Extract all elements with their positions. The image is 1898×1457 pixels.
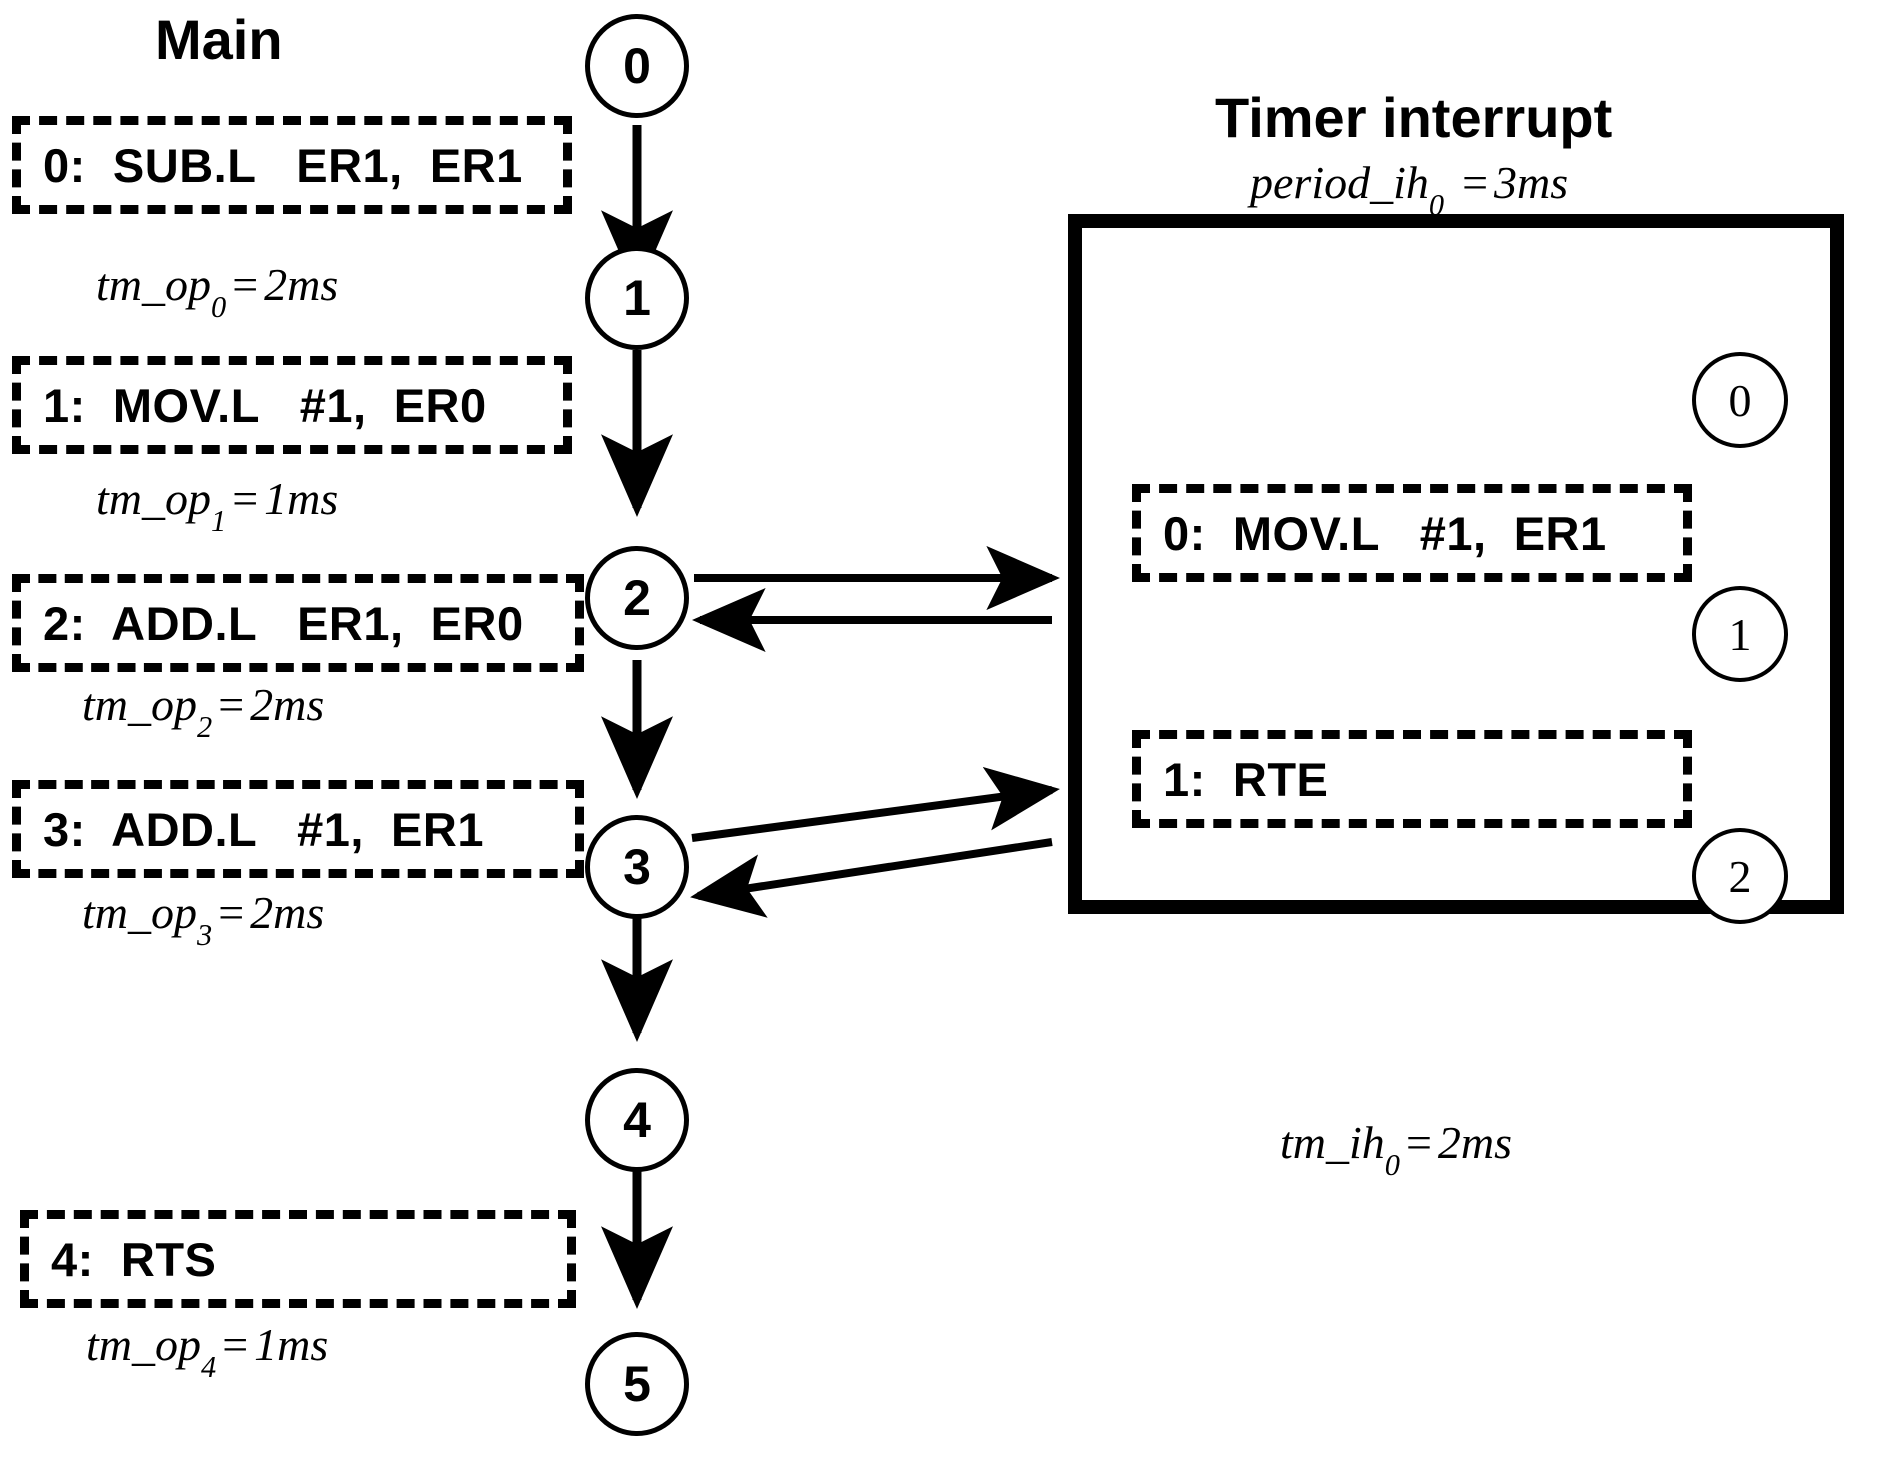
timer-interrupt-title: Timer interrupt [1215,86,1613,149]
ih-node-0: 0 [1692,352,1788,448]
main-timing-op-3: = [218,887,245,938]
main-instruction-text-2: 2: ADD.L ER1, ER0 [43,596,524,650]
timer-period-value: 3ms [1494,157,1569,208]
main-timing-value-3: 2ms [250,887,325,938]
main-node-4: 4 [585,1068,689,1172]
timer-period-op: = [1462,157,1489,208]
main-timing-op-2: = [218,679,245,730]
main-timing-sub-2: 2 [197,709,213,744]
edge-ih-to-main3 [690,838,1053,918]
timer-exec-time-value: 2ms [1437,1117,1513,1168]
timer-exec-time-sub: 0 [1384,1147,1400,1182]
main-timing-op-4: = [222,1319,249,1370]
main-instruction-text-0: 0: SUB.L ER1, ER1 [43,138,523,192]
main-timing-name-2: tm_op [82,679,197,730]
ih-instruction-text-0: 0: MOV.L #1, ER1 [1163,506,1607,560]
timer-period-label: period_ih0 =3ms [1250,157,1569,221]
main-timing-label-2: tm_op2=2ms [82,679,325,743]
main-timing-value-2: 2ms [250,679,325,730]
main-timing-name-1: tm_op [96,473,211,524]
main-section-title: Main [155,8,283,71]
ih-instruction-text-1: 1: RTE [1163,752,1329,806]
main-instruction-text-1: 1: MOV.L #1, ER0 [43,378,487,432]
ih-node-2: 2 [1692,828,1788,924]
main-timing-value-0: 2ms [264,259,339,310]
main-instruction-text-4: 4: RTS [51,1232,217,1286]
ih-instruction-box-1: 1: RTE [1132,730,1692,828]
main-node-1: 1 [585,246,689,350]
timer-exec-time-op: = [1405,1117,1432,1168]
main-timing-value-4: 1ms [254,1319,329,1370]
main-timing-name-0: tm_op [96,259,211,310]
main-timing-label-0: tm_op0=2ms [96,259,339,323]
main-timing-op-1: = [232,473,259,524]
main-timing-sub-3: 3 [197,917,213,952]
main-instruction-box-4: 4: RTS [20,1210,576,1308]
main-node-5: 5 [585,1332,689,1436]
main-instruction-box-2: 2: ADD.L ER1, ER0 [12,574,584,672]
main-timing-sub-0: 0 [211,289,227,324]
timer-period-sub: 0 [1428,187,1445,222]
main-timing-label-4: tm_op4=1ms [86,1319,329,1383]
main-node-3: 3 [585,815,689,919]
main-timing-name-4: tm_op [86,1319,201,1370]
main-timing-op-0: = [232,259,259,310]
ih-node-1: 1 [1692,586,1788,682]
timer-exec-time-name: tm_ih [1280,1117,1385,1168]
edge-main3-to-ih [691,766,1060,842]
main-node-2: 2 [585,546,689,650]
main-instruction-text-3: 3: ADD.L #1, ER1 [43,802,484,856]
main-timing-sub-4: 4 [201,1349,217,1384]
main-timing-name-3: tm_op [82,887,197,938]
timer-exec-time-label: tm_ih0=2ms [1280,1117,1513,1181]
main-timing-sub-1: 1 [211,503,227,538]
main-instruction-box-0: 0: SUB.L ER1, ER1 [12,116,572,214]
main-instruction-box-1: 1: MOV.L #1, ER0 [12,356,572,454]
main-timing-label-3: tm_op3=2ms [82,887,325,951]
main-timing-label-1: tm_op1=1ms [96,473,339,537]
main-node-0: 0 [585,14,689,118]
main-instruction-box-3: 3: ADD.L #1, ER1 [12,780,584,878]
ih-instruction-box-0: 0: MOV.L #1, ER1 [1132,484,1692,582]
main-timing-value-1: 1ms [264,473,339,524]
timer-period-name: period_ih [1250,157,1429,208]
